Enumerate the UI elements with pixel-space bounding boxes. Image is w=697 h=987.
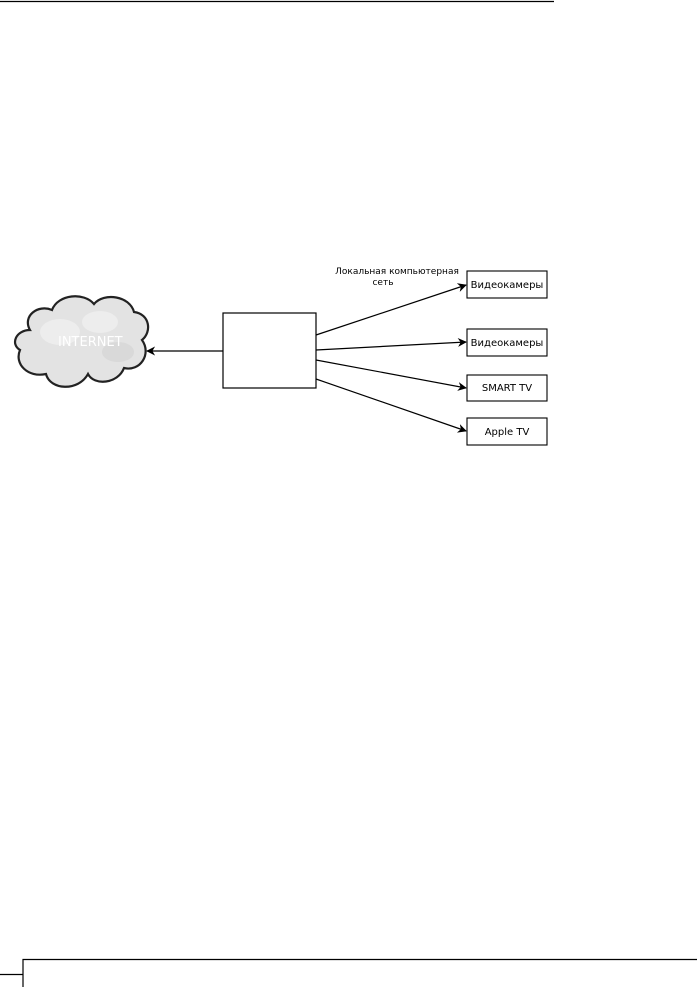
connector-device-1 bbox=[315, 283, 467, 336]
device-box bbox=[466, 270, 548, 299]
device-node: Видеокамеры bbox=[466, 270, 548, 299]
device-node: Apple TV bbox=[466, 417, 548, 446]
bottom-rule bbox=[22, 958, 697, 987]
connector-device-2 bbox=[315, 337, 467, 351]
connector-device-3 bbox=[315, 359, 467, 391]
router-box bbox=[222, 312, 317, 389]
cloud-shadow bbox=[102, 342, 134, 362]
network-label-line1: Локальная компьютерная bbox=[335, 267, 459, 277]
device-box bbox=[466, 417, 548, 446]
device-label: SMART TV bbox=[482, 383, 532, 394]
device-label: Видеокамеры bbox=[471, 338, 544, 349]
device-node: Видеокамеры bbox=[466, 328, 548, 357]
cloud-label: INTERNET bbox=[58, 335, 123, 350]
device-box bbox=[466, 374, 548, 402]
internet-cloud: INTERNET bbox=[13, 295, 150, 388]
network-label-line2: сеть bbox=[372, 278, 393, 288]
cloud-highlight bbox=[82, 311, 118, 333]
cloud-highlight bbox=[40, 319, 80, 345]
connector-device-4 bbox=[315, 378, 467, 433]
device-label: Apple TV bbox=[485, 427, 530, 438]
device-label: Видеокамеры bbox=[471, 280, 544, 291]
device-box bbox=[466, 328, 548, 357]
device-node: SMART TV bbox=[466, 374, 548, 402]
